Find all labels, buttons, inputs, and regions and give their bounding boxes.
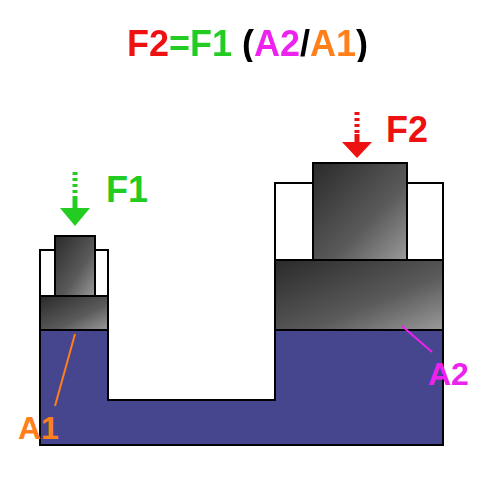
a2-leader — [402, 326, 432, 352]
force-label: F2 — [386, 112, 428, 148]
a1-leader — [55, 334, 75, 406]
large-piston-rod — [313, 163, 407, 260]
area-label: A2 — [428, 358, 469, 390]
area-label: A1 — [18, 412, 59, 444]
hydraulic-fluid — [40, 330, 443, 445]
force-arrow-f1 — [60, 172, 90, 226]
force-label: F1 — [106, 172, 148, 208]
small-piston-rod — [55, 236, 95, 296]
force-arrow-f2 — [342, 112, 372, 158]
small-piston — [40, 296, 108, 330]
large-piston — [275, 260, 443, 330]
formula-title: F2=F1 (A2/A1) — [127, 26, 368, 62]
